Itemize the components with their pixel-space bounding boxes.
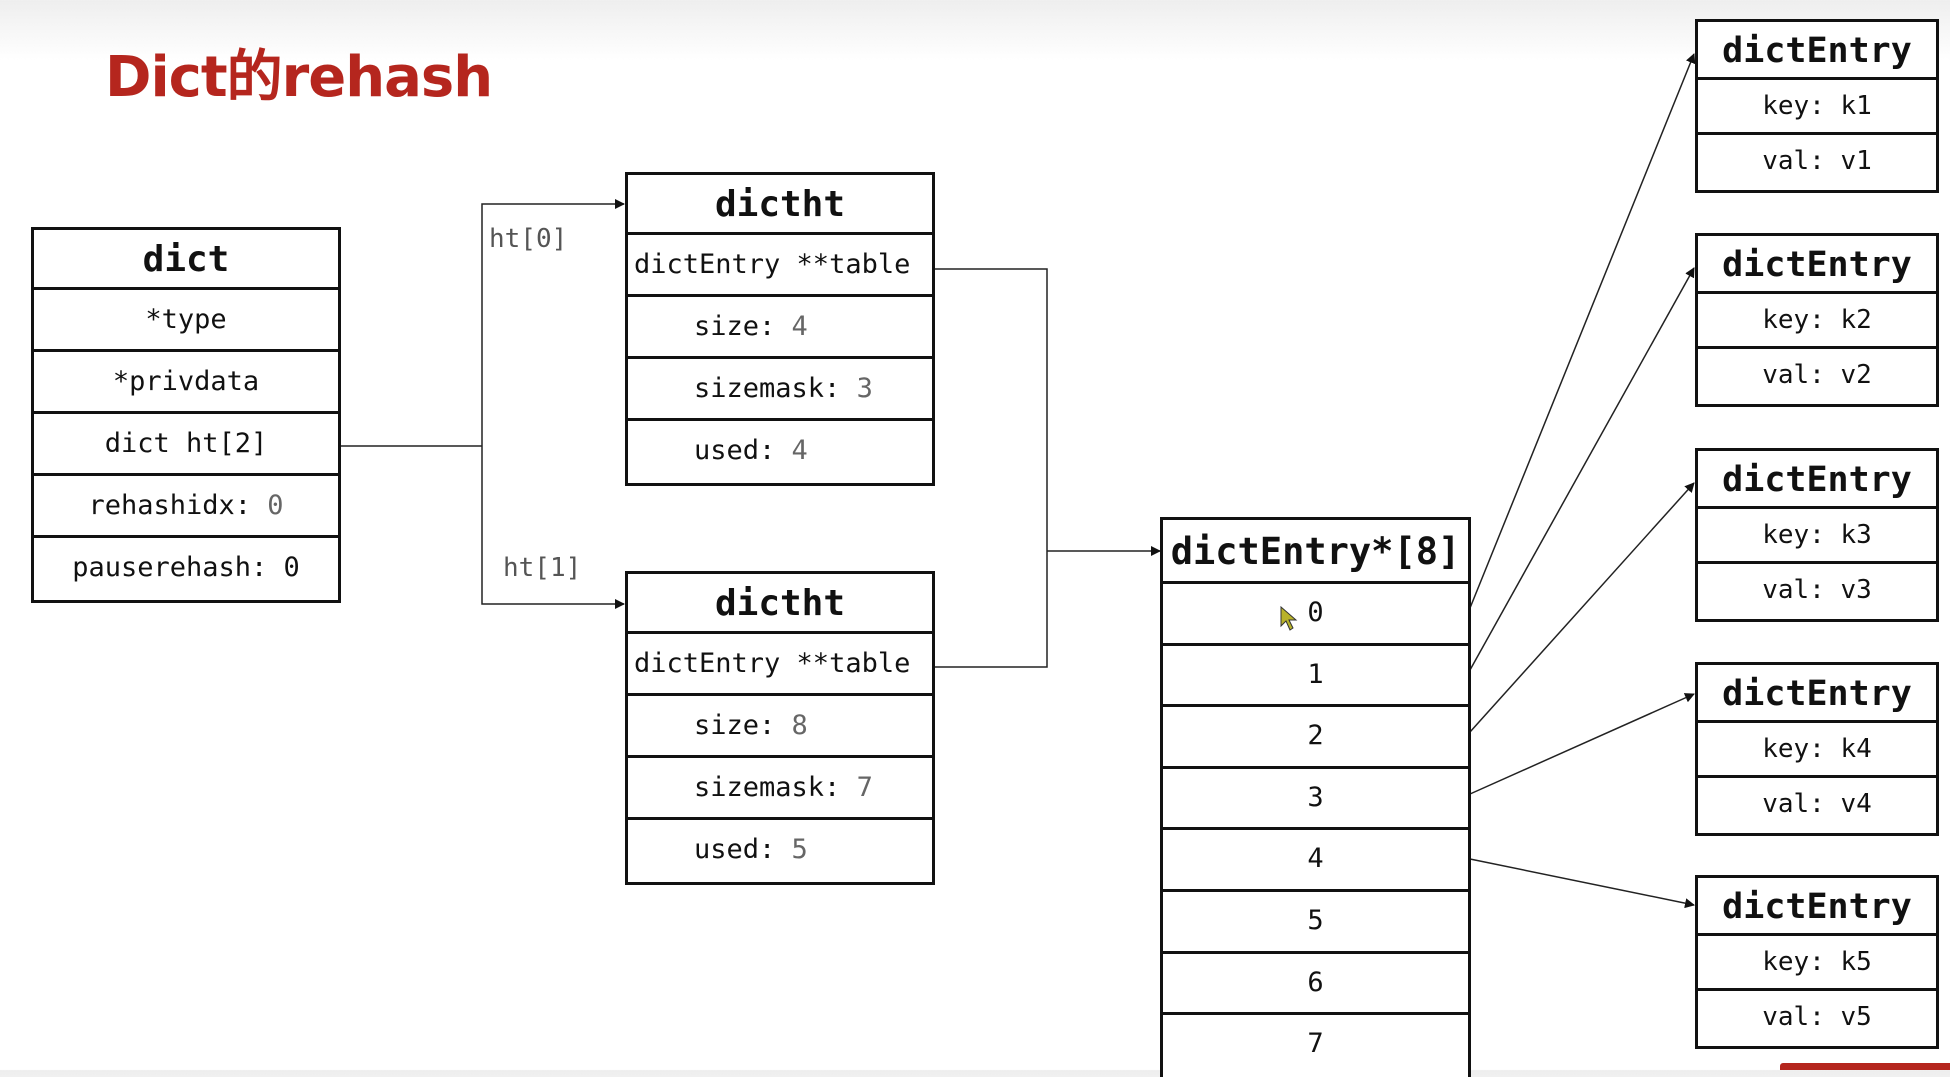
bucket-6: 6 — [1163, 954, 1468, 1016]
dict-header: dict — [34, 230, 338, 290]
bucket1-to-k2-arrow — [1469, 267, 1695, 671]
entry-key: key: k4 — [1698, 723, 1936, 778]
dict-entry-k3: dictEntry key: k3 val: v3 — [1695, 448, 1939, 622]
entry-header: dictEntry — [1698, 665, 1936, 723]
bucket-1: 1 — [1163, 646, 1468, 708]
mouse-cursor-icon — [1280, 606, 1298, 631]
ht1-sizemask-row: sizemask: 7 — [628, 758, 932, 820]
ht1-used-row: used: 5 — [694, 834, 808, 865]
entry-header: dictEntry — [1698, 451, 1936, 509]
dict-entry-k5: dictEntry key: k5 val: v5 — [1695, 875, 1939, 1049]
bucket-4: 4 — [1163, 830, 1468, 892]
dict-rehashidx-row: rehashidx: 0 — [34, 476, 338, 538]
ht0-used-row: used: 4 — [694, 435, 808, 466]
bucket-2: 2 — [1163, 707, 1468, 769]
dict-entry-k4: dictEntry key: k4 val: v4 — [1695, 662, 1939, 836]
ht1-table-row: dictEntry **table — [628, 634, 932, 696]
ht0-sizemask-row: sizemask: 3 — [628, 359, 932, 421]
slide-corner-accent — [1780, 1063, 1950, 1070]
entry-val: val: v5 — [1762, 1002, 1872, 1032]
ht0-label: ht[0] — [489, 224, 568, 254]
dict-entry-k2: dictEntry key: k2 val: v2 — [1695, 233, 1939, 407]
bucket-array: dictEntry*[8] 0 1 2 3 4 5 6 7 — [1160, 517, 1471, 1077]
bucket-7: 7 — [1307, 1028, 1324, 1060]
entry-val: val: v2 — [1762, 360, 1872, 390]
dict-ht-row: dict ht[2] — [34, 414, 338, 476]
dict-entry-k1: dictEntry key: k1 val: v1 — [1695, 19, 1939, 193]
bucket3-to-k4-arrow — [1469, 693, 1695, 795]
bucket-0: 0 — [1163, 584, 1468, 646]
bucket2-to-k3-arrow — [1469, 482, 1695, 733]
entry-val: val: v3 — [1762, 575, 1872, 605]
bucket-3: 3 — [1163, 769, 1468, 831]
bucket4-to-k5-arrow — [1469, 858, 1695, 909]
bucket-array-header: dictEntry*[8] — [1163, 520, 1468, 584]
entry-val: val: v4 — [1762, 789, 1872, 819]
bucket-5: 5 — [1163, 892, 1468, 954]
entry-header: dictEntry — [1698, 22, 1936, 80]
ht1-arrow — [481, 446, 625, 609]
ht0-table-connector — [934, 268, 1048, 551]
entry-header: dictEntry — [1698, 236, 1936, 294]
ht0-size-row: size: 4 — [628, 297, 932, 359]
entry-key: key: k2 — [1698, 294, 1936, 349]
dict-pauserehash-row: pauserehash: 0 — [72, 552, 300, 583]
entry-key: key: k3 — [1698, 509, 1936, 564]
dict-struct: dict *type *privdata dict ht[2] rehashid… — [31, 227, 341, 603]
ht0-header: dictht — [628, 175, 932, 235]
slide-title: Dict的rehash — [105, 45, 493, 110]
entry-key: key: k5 — [1698, 936, 1936, 991]
entry-header: dictEntry — [1698, 878, 1936, 936]
dict-privdata-row: *privdata — [34, 352, 338, 414]
entry-val: val: v1 — [1762, 146, 1872, 176]
ht1-table-connector — [934, 551, 1048, 668]
bucket0-to-k1-arrow — [1469, 53, 1696, 609]
ht1-dictht: dictht dictEntry **table size: 8 sizemas… — [625, 571, 935, 885]
ht0-dictht: dictht dictEntry **table size: 4 sizemas… — [625, 172, 935, 486]
ht1-header: dictht — [628, 574, 932, 634]
ht0-table-row: dictEntry **table — [628, 235, 932, 297]
ht0-arrow — [481, 199, 625, 446]
dict-type-row: *type — [34, 290, 338, 352]
ht1-size-row: size: 8 — [628, 696, 932, 758]
ht1-label: ht[1] — [503, 553, 582, 583]
entry-key: key: k1 — [1698, 80, 1936, 135]
